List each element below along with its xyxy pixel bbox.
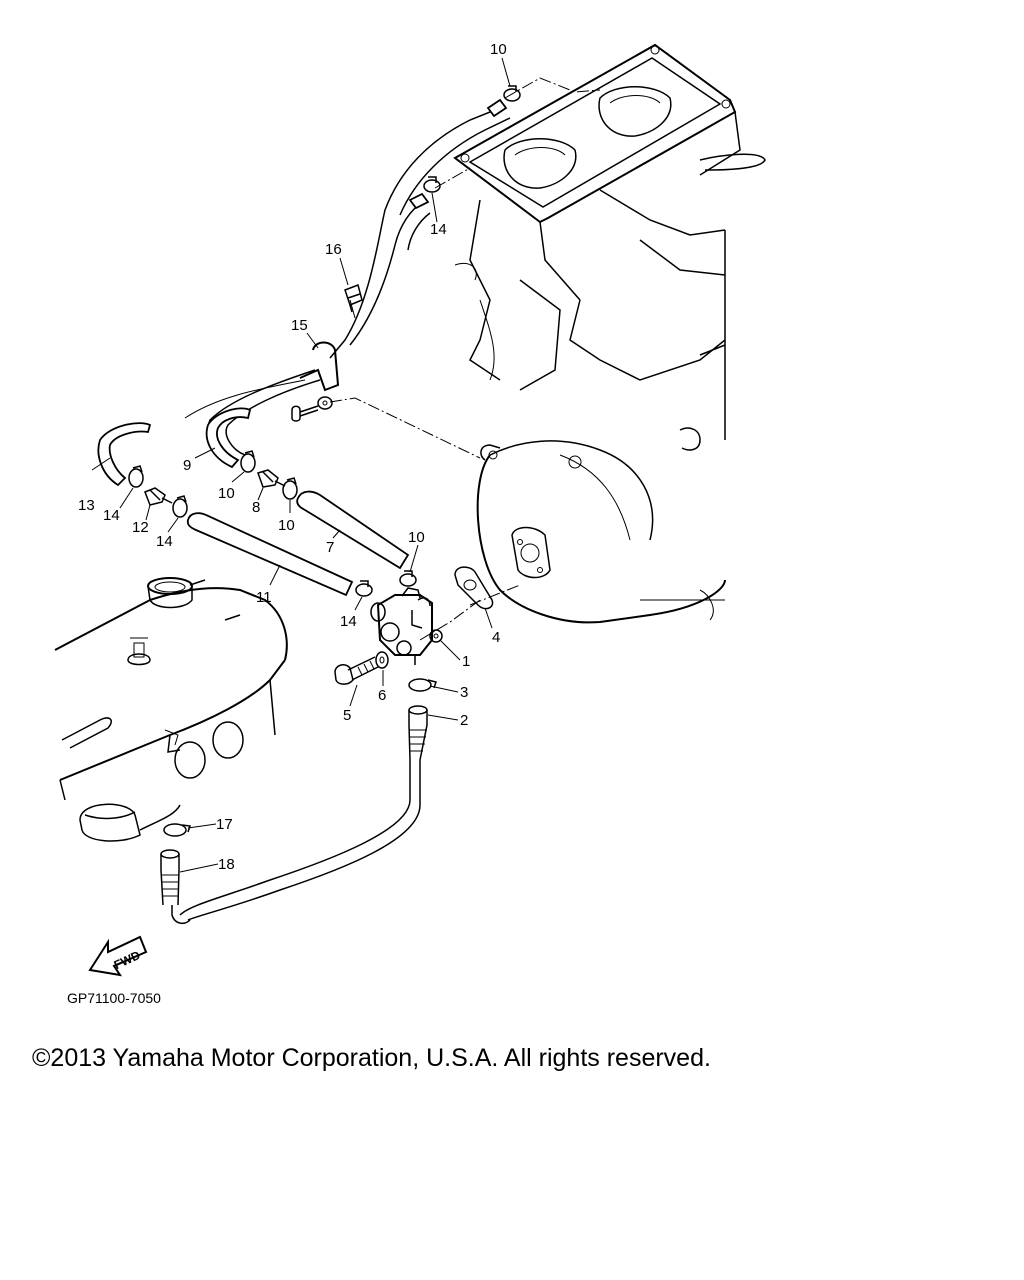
callout-11: 11 bbox=[256, 589, 272, 606]
callout-14-left: 14 bbox=[103, 507, 120, 524]
reference-code: GP71100-7050 bbox=[67, 990, 161, 1006]
callout-10-mid: 10 bbox=[278, 517, 295, 534]
parts bbox=[128, 85, 521, 906]
clamp-part-17 bbox=[163, 823, 192, 837]
callout-18: 18 bbox=[218, 856, 235, 873]
hose-fitting-part-18 bbox=[160, 849, 180, 906]
clamp-part-14-bottom bbox=[355, 580, 373, 597]
callout-13: 13 bbox=[78, 497, 95, 514]
callout-12: 12 bbox=[132, 519, 149, 536]
hose-fitting-part-2 bbox=[408, 705, 428, 761]
callout-16: 16 bbox=[325, 241, 342, 258]
bolt-part-15 bbox=[291, 405, 319, 422]
callout-14-bottom: 14 bbox=[340, 613, 357, 630]
valve-body-part-1 bbox=[370, 587, 443, 665]
callout-9: 9 bbox=[183, 457, 191, 474]
callout-14-lower: 14 bbox=[156, 533, 173, 550]
clamp-part-15 bbox=[299, 341, 340, 410]
connector-part-12 bbox=[144, 487, 173, 506]
clamp-part-3 bbox=[408, 678, 437, 692]
callout-17: 17 bbox=[216, 816, 233, 833]
callout-2: 2 bbox=[460, 712, 468, 729]
clamp-part-10-left bbox=[240, 450, 256, 473]
fwd-arrow-icon: FWD bbox=[88, 935, 148, 977]
clip-part-16 bbox=[344, 284, 363, 313]
callout-7: 7 bbox=[326, 539, 334, 556]
copyright-notice: ©2013 Yamaha Motor Corporation, U.S.A. A… bbox=[32, 1044, 711, 1072]
callout-labels: 10 14 16 15 9 13 14 12 14 10 8 10 7 10 1… bbox=[78, 41, 507, 873]
clamp-part-14-upper bbox=[408, 176, 441, 210]
clamp-part-10-right bbox=[399, 570, 417, 587]
callout-6: 6 bbox=[378, 687, 386, 704]
callout-1: 1 bbox=[462, 653, 470, 670]
callout-5: 5 bbox=[343, 707, 351, 724]
callout-14-upper: 14 bbox=[430, 221, 447, 238]
washer-part-6 bbox=[375, 651, 389, 669]
callout-10-top: 10 bbox=[490, 41, 507, 58]
oil-tank bbox=[54, 577, 288, 842]
callout-10-right: 10 bbox=[408, 529, 425, 546]
clamp-part-10-top bbox=[486, 85, 521, 118]
parts-diagram: 10 14 16 15 9 13 14 12 14 10 8 10 7 10 1… bbox=[54, 41, 766, 1006]
callout-4: 4 bbox=[492, 629, 500, 646]
callout-8: 8 bbox=[252, 499, 260, 516]
clamp-part-14-left bbox=[128, 465, 144, 488]
bolt-part-5 bbox=[334, 656, 379, 685]
callout-leaders bbox=[91, 57, 511, 873]
connector-part-8 bbox=[257, 469, 286, 488]
gasket-part-4 bbox=[454, 566, 494, 610]
engine-block bbox=[453, 43, 766, 624]
fwd-label: FWD bbox=[112, 948, 143, 972]
callout-10-left: 10 bbox=[218, 485, 235, 502]
clamp-part-14-lower bbox=[172, 495, 188, 518]
hoses bbox=[97, 109, 511, 925]
clamp-part-10-mid bbox=[282, 477, 298, 500]
callout-15: 15 bbox=[291, 317, 308, 334]
callout-3: 3 bbox=[460, 684, 468, 701]
